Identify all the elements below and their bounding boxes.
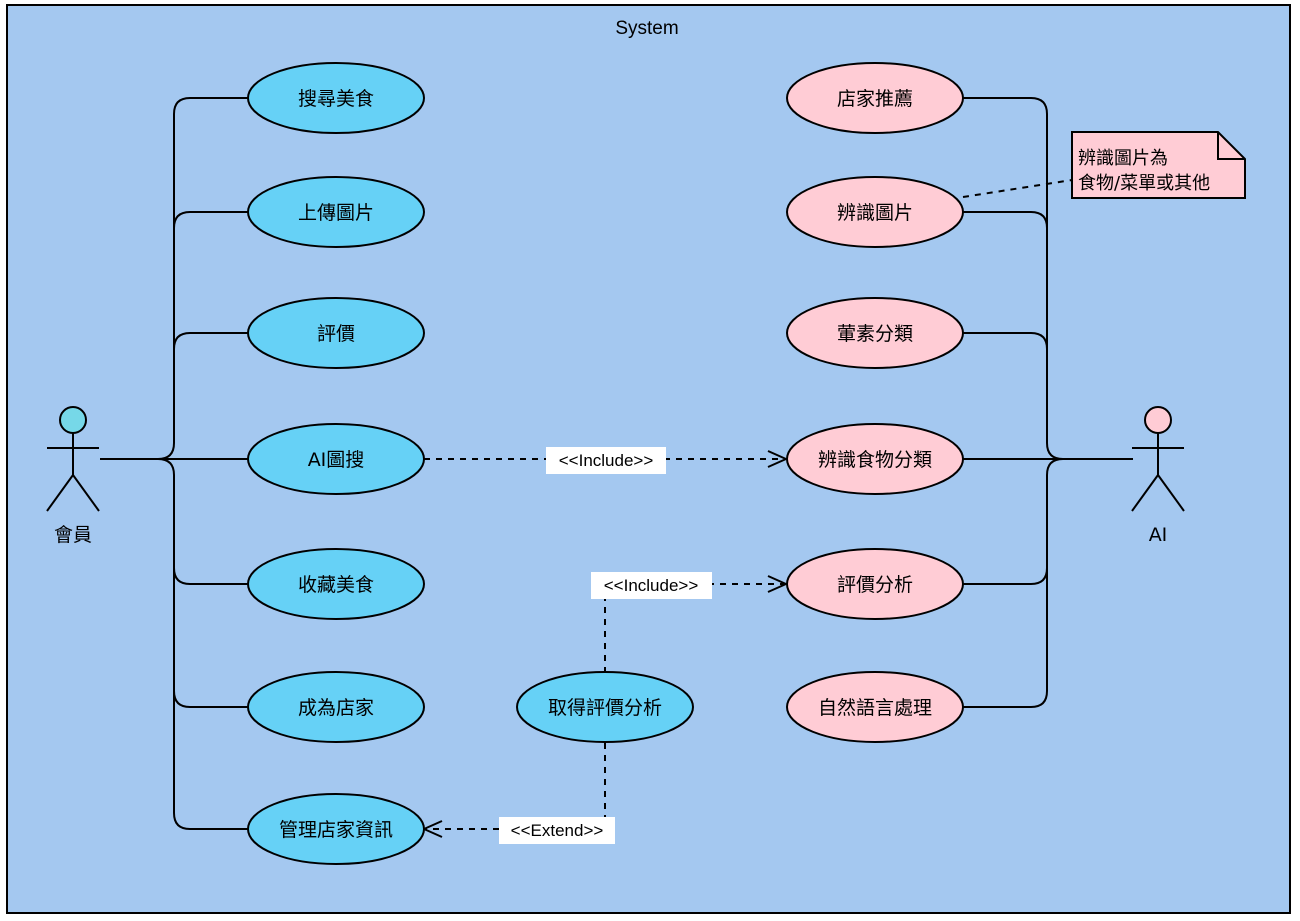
stereotype-extend-1: <<Extend>>	[499, 817, 615, 844]
svg-text:收藏美食: 收藏美食	[298, 574, 374, 596]
usecase-favorite-food[interactable]: 收藏美食	[247, 548, 425, 620]
usecase-ai-image-search[interactable]: AI圖搜	[247, 423, 425, 495]
actor-member[interactable]: 會員	[46, 406, 100, 546]
svg-text:搜尋美食: 搜尋美食	[298, 88, 374, 110]
usecase-become-store[interactable]: 成為店家	[247, 671, 425, 743]
svg-text:取得評價分析: 取得評價分析	[548, 697, 662, 719]
actor-member-label: 會員	[54, 524, 92, 546]
svg-text:葷素分類: 葷素分類	[837, 323, 913, 345]
usecase-store-recommendation[interactable]: 店家推薦	[786, 62, 964, 134]
member-associations	[100, 97, 248, 830]
usecase-get-review-analysis[interactable]: 取得評價分析	[516, 671, 694, 743]
actor-ai[interactable]: AI	[1131, 406, 1185, 546]
svg-text:自然語言處理: 自然語言處理	[818, 697, 932, 719]
usecase-upload-image[interactable]: 上傳圖片	[247, 176, 425, 248]
system-title: System	[615, 18, 678, 39]
usecase-search-food[interactable]: 搜尋美食	[247, 62, 425, 134]
svg-text:<<Include>>: <<Include>>	[559, 451, 654, 470]
usecase-recognize-food-classification[interactable]: 辨識食物分類	[786, 423, 964, 495]
svg-text:評價: 評價	[317, 323, 355, 345]
actor-member-head	[59, 406, 87, 434]
svg-text:辨識食物分類: 辨識食物分類	[818, 449, 932, 471]
svg-text:辨識圖片: 辨識圖片	[837, 202, 913, 224]
note-line-2: 食物/菜單或其他	[1078, 173, 1210, 194]
actor-ai-label: AI	[1149, 524, 1168, 546]
note-line-1: 辨識圖片為	[1078, 148, 1168, 169]
stereotype-include-1: <<Include>>	[546, 447, 666, 474]
usecase-recognize-image[interactable]: 辨識圖片	[786, 176, 964, 248]
svg-text:<<Extend>>: <<Extend>>	[511, 821, 604, 840]
ai-associations	[963, 97, 1133, 708]
svg-text:<<Include>>: <<Include>>	[604, 576, 699, 595]
stereotype-include-2: <<Include>>	[591, 572, 712, 599]
usecase-manage-store-info[interactable]: 管理店家資訊	[247, 793, 425, 865]
usecase-review-analysis[interactable]: 評價分析	[786, 548, 964, 620]
svg-text:上傳圖片: 上傳圖片	[298, 202, 374, 224]
svg-text:店家推薦: 店家推薦	[837, 88, 913, 110]
usecase-nlp[interactable]: 自然語言處理	[786, 671, 964, 743]
svg-text:管理店家資訊: 管理店家資訊	[279, 819, 393, 841]
usecase-veg-classification[interactable]: 葷素分類	[786, 297, 964, 369]
svg-text:成為店家: 成為店家	[298, 697, 374, 719]
svg-text:AI圖搜: AI圖搜	[308, 449, 365, 471]
usecase-review[interactable]: 評價	[247, 297, 425, 369]
svg-text:評價分析: 評價分析	[837, 574, 913, 596]
actor-ai-head	[1144, 406, 1172, 434]
note[interactable]: 辨識圖片為 食物/菜單或其他	[1071, 131, 1246, 199]
